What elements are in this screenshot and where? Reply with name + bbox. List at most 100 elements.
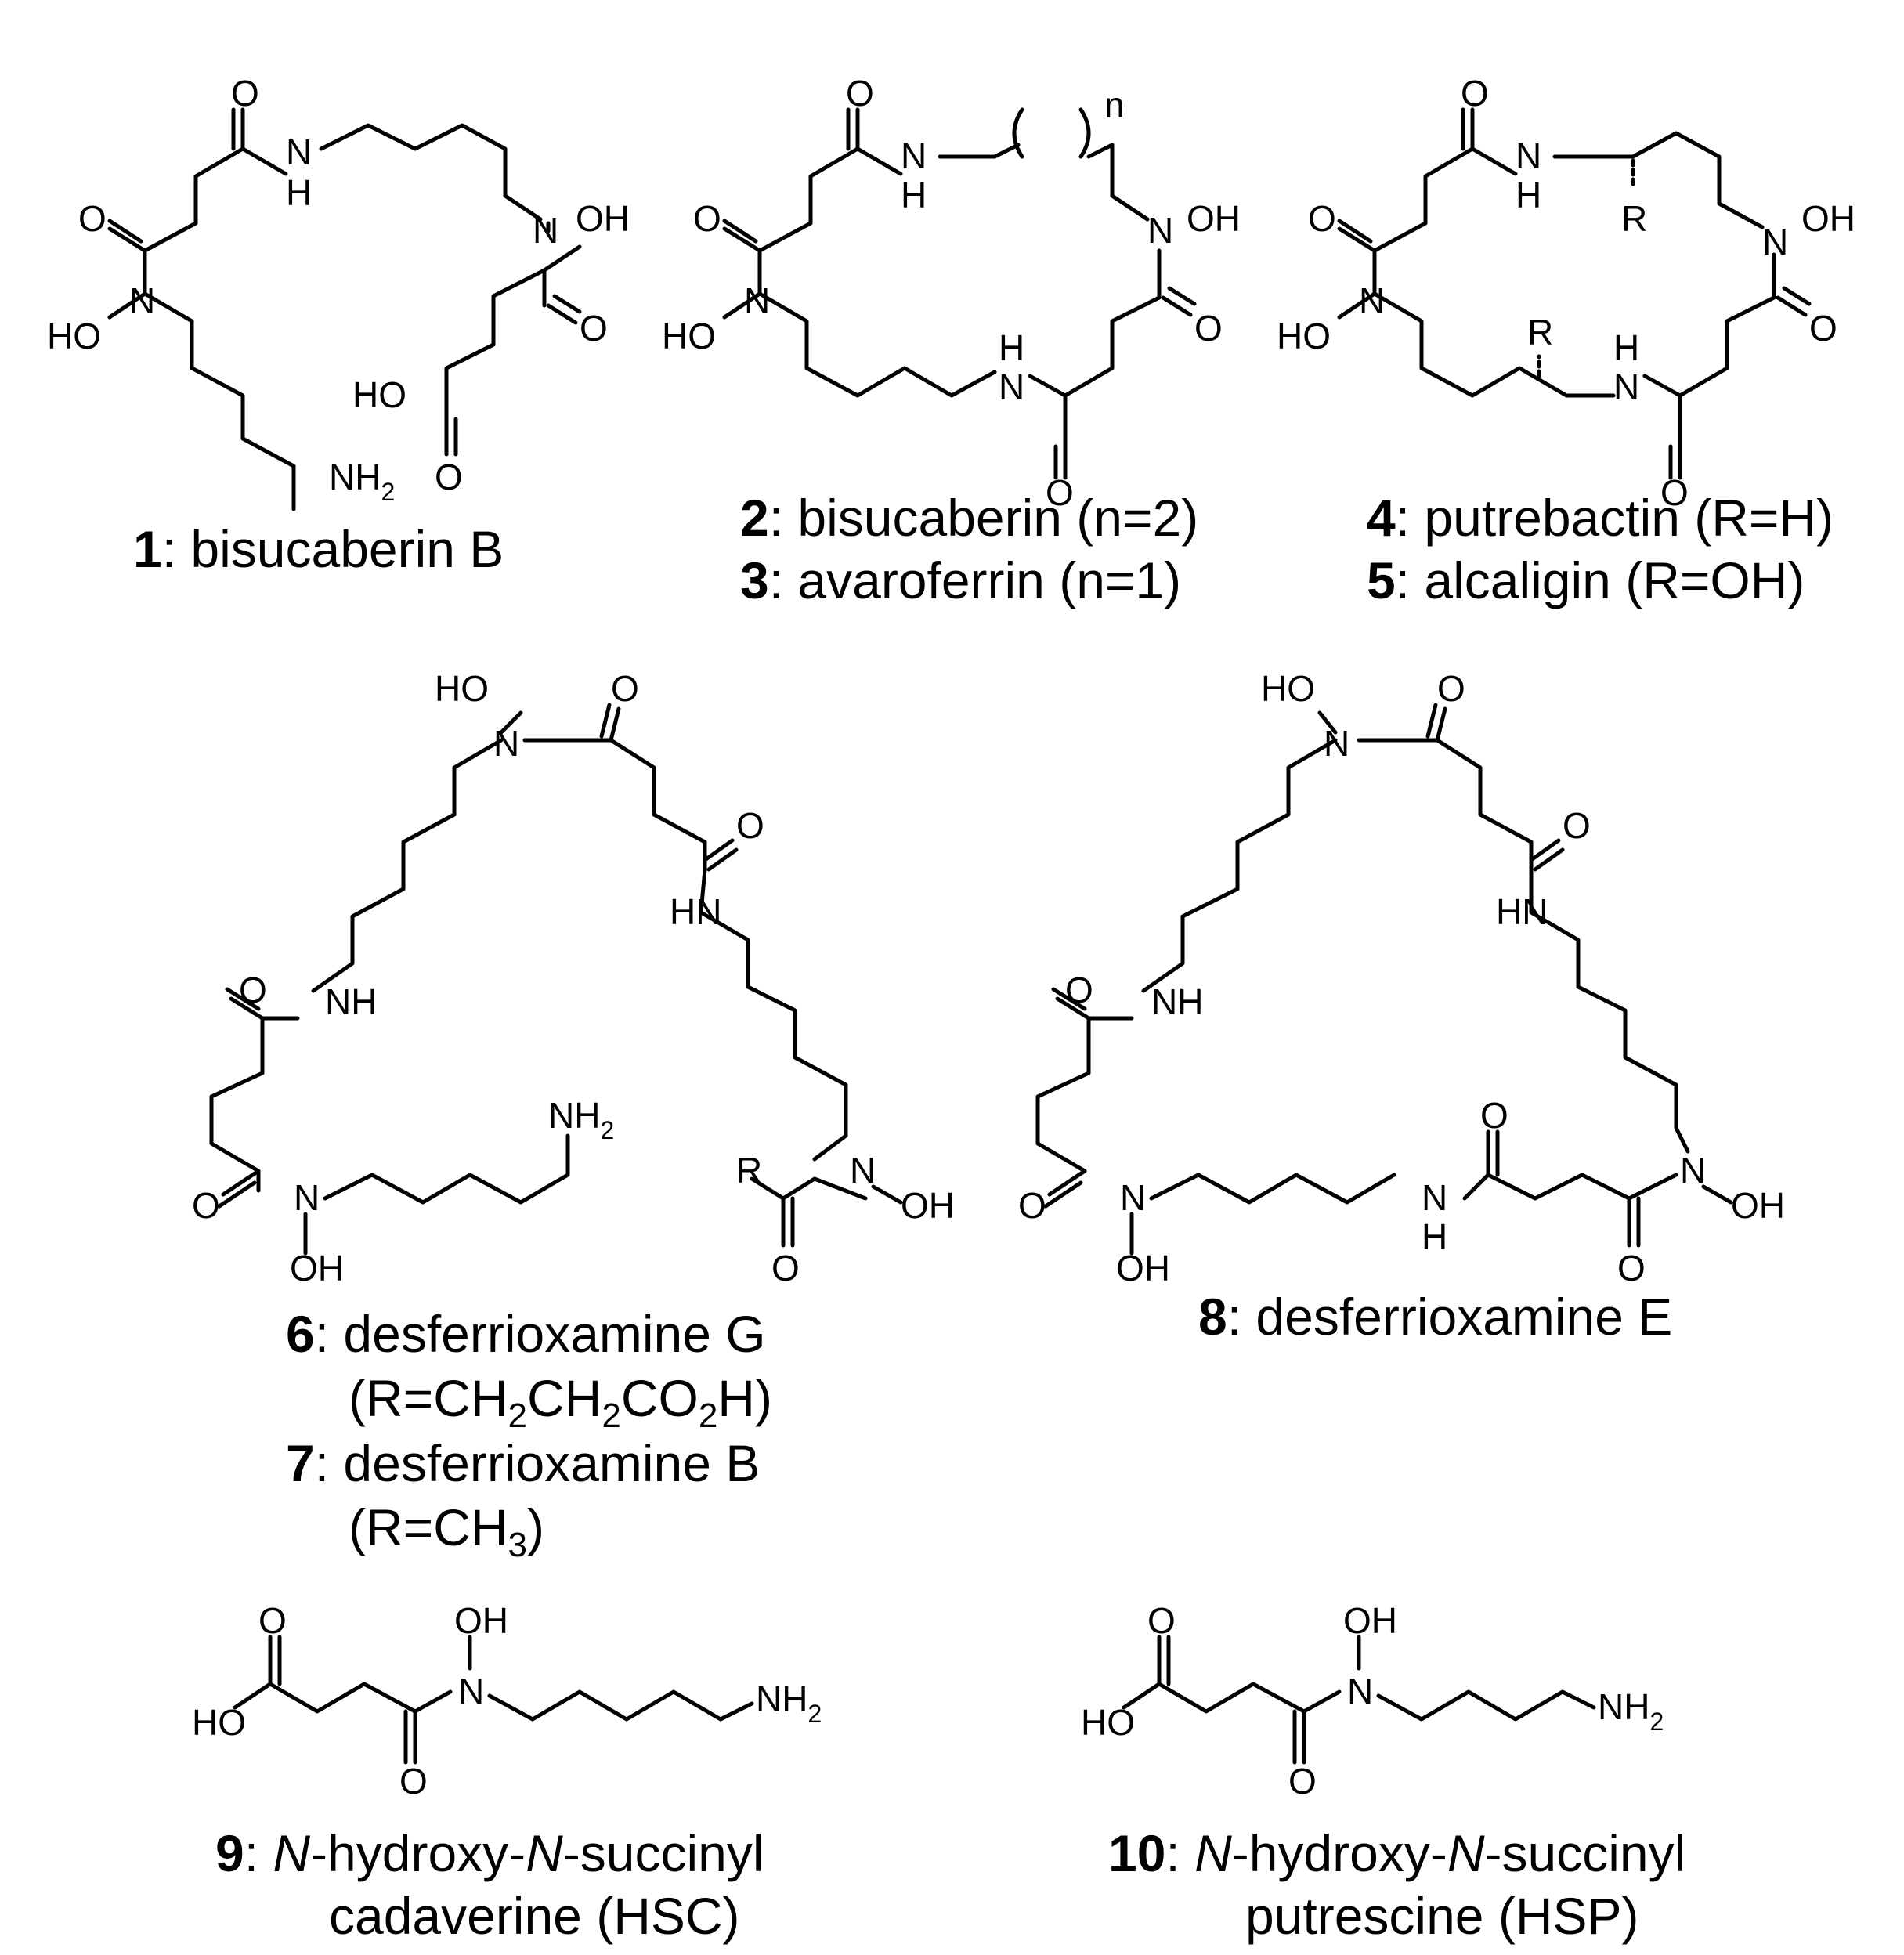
atom-label: H bbox=[1613, 327, 1639, 368]
caption-compound-1: 1: bisucaberin B bbox=[133, 520, 504, 578]
atom-label: O bbox=[580, 308, 608, 349]
atom-label: N bbox=[1347, 1671, 1373, 1711]
atom-label: OH bbox=[290, 1248, 344, 1288]
atom-label: N bbox=[901, 136, 927, 176]
atom-label: OH bbox=[576, 198, 630, 239]
atom-label: O bbox=[1194, 308, 1223, 349]
atom-label: N bbox=[458, 1671, 484, 1711]
atom-label: O bbox=[192, 1185, 220, 1226]
atom-label: HO bbox=[1081, 1702, 1135, 1743]
atom-label: O bbox=[1018, 1185, 1046, 1226]
caption-compound-4: 4: putrebactin (R=H) bbox=[1367, 489, 1834, 547]
caption-compound-10-line2: putrescine (HSP) bbox=[1245, 1887, 1639, 1945]
atom-label: R bbox=[736, 1150, 762, 1191]
structure-2-3-bisucaberin-avaroferrin: O N H n O N HO N OH O H N O bbox=[662, 73, 1241, 513]
atom-label: O bbox=[1437, 668, 1465, 709]
atom-label: N bbox=[999, 367, 1024, 407]
atom-label: O bbox=[693, 198, 721, 239]
structure-8-desferrioxamine-e: HO N O O HN O NH O N OH O N H N OH O bbox=[1018, 668, 1785, 1288]
atom-label: HN bbox=[670, 891, 721, 932]
atom-label: O bbox=[258, 1600, 287, 1641]
atom-label: OH bbox=[1343, 1600, 1397, 1641]
caption-compound-9-line2: cadaverine (HSC) bbox=[329, 1887, 740, 1945]
atom-label: R bbox=[1527, 312, 1553, 352]
atom-label: N bbox=[129, 280, 155, 321]
atom-label: HO bbox=[352, 374, 406, 415]
caption-compound-8: 8: desferrioxamine E bbox=[1198, 1288, 1673, 1346]
atom-label: N bbox=[533, 210, 558, 251]
caption-compound-9: 9: N-hydroxy-N-succinyl bbox=[215, 1824, 764, 1882]
atom-label: O bbox=[846, 73, 874, 114]
atom-label: O bbox=[1480, 1095, 1508, 1136]
atom-label: N bbox=[1324, 723, 1349, 764]
atom-label: O bbox=[736, 805, 764, 846]
caption-compound-7-formula: (R=CH3) bbox=[349, 1498, 544, 1564]
caption-compound-10: 10: N-hydroxy-N-succinyl bbox=[1108, 1824, 1686, 1882]
atom-label: R bbox=[1621, 198, 1647, 239]
atom-label: N bbox=[294, 1177, 320, 1218]
atom-label: N bbox=[1613, 367, 1639, 407]
atom-label: HO bbox=[192, 1702, 246, 1743]
caption-compound-3: 3: avaroferrin (n=1) bbox=[740, 551, 1182, 609]
atom-label: O bbox=[239, 970, 267, 1010]
structure-9-hsc: O HO O OH N NH2 bbox=[192, 1600, 822, 1801]
atom-label: N bbox=[1516, 136, 1541, 176]
atom-label: H bbox=[999, 327, 1024, 368]
atom-label: OH bbox=[1116, 1248, 1170, 1288]
atom-label: N bbox=[1359, 280, 1385, 321]
atom-label: NH2 bbox=[756, 1679, 822, 1728]
atom-label: HO bbox=[435, 668, 489, 709]
atom-label: O bbox=[1308, 198, 1336, 239]
atom-label: O bbox=[78, 198, 107, 239]
atom-label: H bbox=[901, 175, 927, 215]
atom-label: NH2 bbox=[329, 457, 395, 506]
atom-label: OH bbox=[901, 1185, 955, 1226]
atom-label: NH2 bbox=[548, 1095, 614, 1144]
caption-compound-2: 2: bisucaberin (n=2) bbox=[740, 489, 1199, 547]
atom-label: n bbox=[1104, 85, 1125, 125]
atom-label: O bbox=[1461, 73, 1489, 114]
atom-label: O bbox=[1288, 1761, 1317, 1801]
atom-label: N bbox=[1120, 1177, 1146, 1218]
atom-label: H bbox=[1422, 1216, 1447, 1257]
atom-label: H bbox=[286, 172, 312, 213]
atom-label: NH bbox=[1151, 981, 1203, 1022]
atom-label: HO bbox=[47, 316, 101, 356]
atom-label: O bbox=[611, 668, 639, 709]
atom-label: O bbox=[1046, 472, 1074, 513]
atom-label: N bbox=[493, 723, 519, 764]
structure-10-hsp: O HO O OH N NH2 bbox=[1081, 1600, 1664, 1801]
atom-label: O bbox=[1065, 970, 1093, 1010]
atom-label: O bbox=[1617, 1248, 1646, 1288]
atom-label: OH bbox=[1731, 1185, 1785, 1226]
atom-label: O bbox=[1147, 1600, 1176, 1641]
atom-label: N bbox=[1147, 210, 1173, 251]
atom-label: HO bbox=[1277, 316, 1331, 356]
structure-1-bisucaberin-b: O N H O N HO N OH O HO O NH2 bbox=[47, 73, 630, 511]
atom-label: O bbox=[231, 73, 259, 114]
atom-label: N bbox=[286, 132, 312, 172]
atom-label: H bbox=[1516, 175, 1541, 215]
atom-label: OH bbox=[1801, 198, 1855, 239]
caption-compound-6: 6: desferrioxamine G bbox=[286, 1305, 766, 1363]
atom-label: OH bbox=[1187, 198, 1241, 239]
caption-compound-7: 7: desferrioxamine B bbox=[286, 1434, 761, 1492]
caption-compound-5: 5: alcaligin (R=OH) bbox=[1367, 551, 1805, 609]
atom-label: O bbox=[1660, 472, 1689, 513]
atom-label: O bbox=[399, 1761, 428, 1801]
atom-label: HO bbox=[662, 316, 716, 356]
atom-label: OH bbox=[454, 1600, 508, 1641]
atom-label: NH2 bbox=[1598, 1686, 1664, 1736]
atom-label: N bbox=[1762, 222, 1788, 262]
atom-label: O bbox=[435, 457, 463, 497]
atom-label: N bbox=[850, 1150, 876, 1191]
atom-label: HO bbox=[1261, 668, 1315, 709]
atom-label: O bbox=[771, 1248, 800, 1288]
atom-label: N bbox=[1680, 1150, 1706, 1191]
atom-label: N bbox=[1422, 1177, 1447, 1218]
structure-4-5-putrebactin-alcaligin: O N H R O N HO N OH O R H N O bbox=[1277, 73, 1855, 513]
atom-label: NH bbox=[325, 981, 377, 1022]
atom-label: N bbox=[744, 280, 770, 321]
